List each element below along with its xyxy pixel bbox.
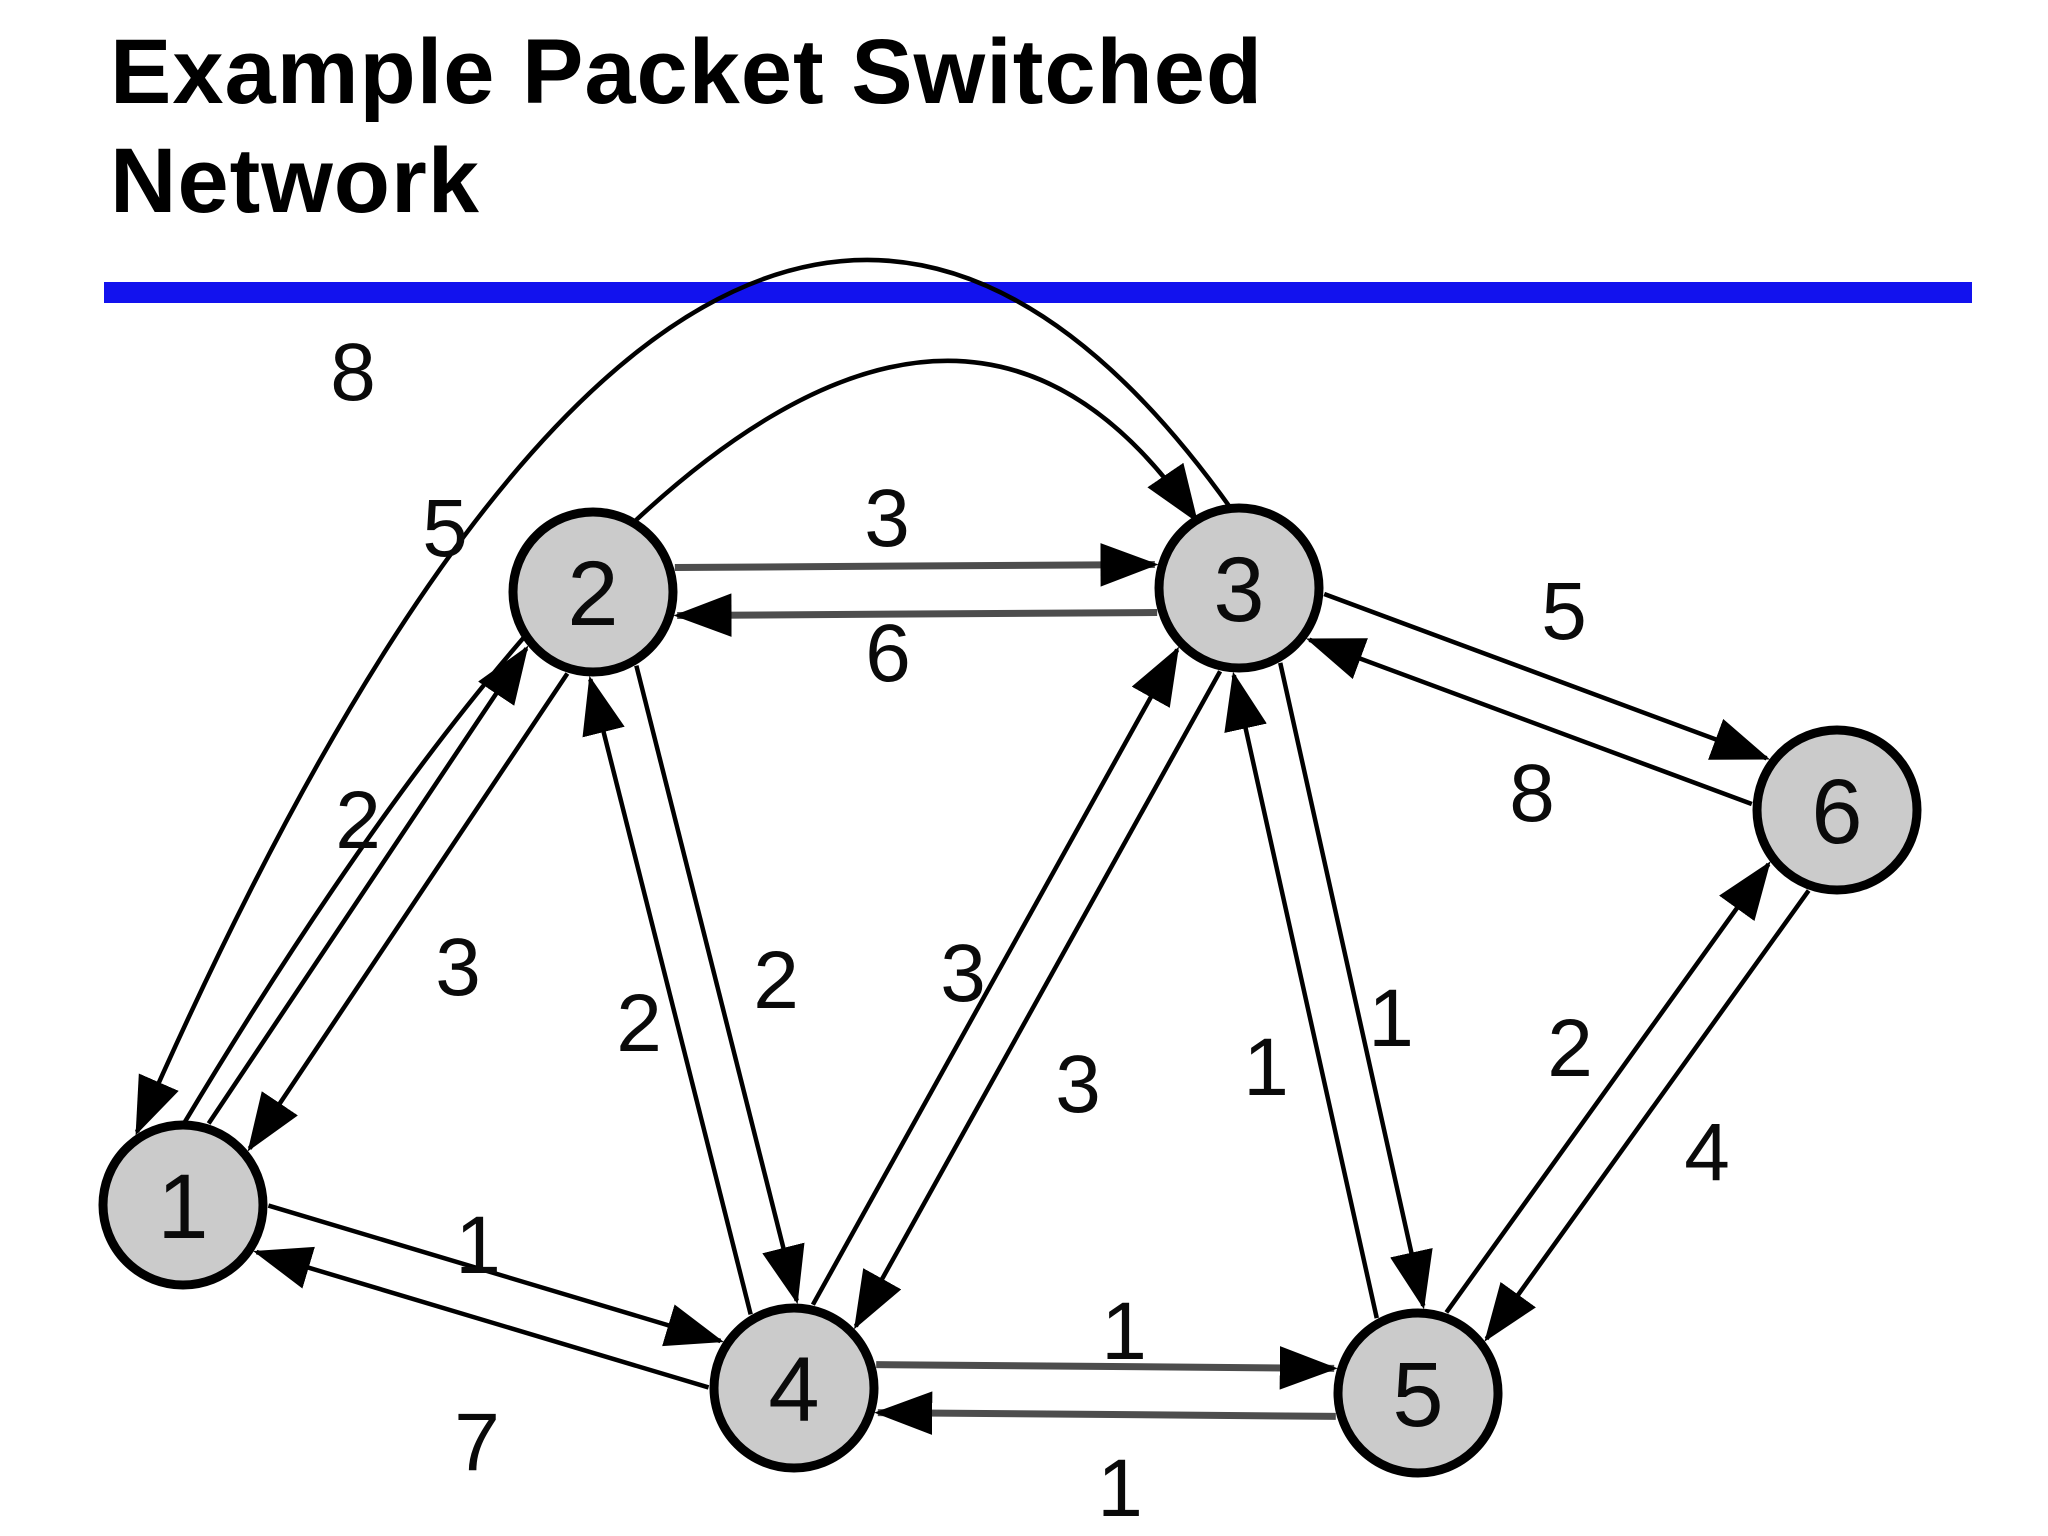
edge-5-to-6 (1444, 861, 1771, 1314)
weight-label-4-2: 2 (616, 978, 662, 1069)
edge-4-to-2 (582, 675, 753, 1315)
node-label-5: 5 (1392, 1344, 1443, 1446)
node-label-6: 6 (1811, 761, 1862, 863)
edge-3-to-5 (1278, 662, 1433, 1310)
edge-4-to-5 (876, 1346, 1338, 1390)
edge-2-to-3 (674, 543, 1159, 587)
weight-label-4-3: 3 (940, 928, 986, 1019)
weight-label-2-3: 3 (864, 473, 910, 564)
weight-label-3-1: 8 (330, 327, 376, 418)
edge-4-to-3 (810, 646, 1180, 1306)
edge-3-to-1 (134, 257, 1234, 1136)
node-2 (508, 507, 678, 677)
edge-5-to-3 (1224, 671, 1379, 1319)
weight-label-2-1: 3 (435, 922, 481, 1013)
node-5 (1333, 1308, 1503, 1478)
weight-label-1-2: 2 (335, 775, 381, 866)
node-label-2: 2 (567, 543, 618, 645)
weight-label-1-4: 1 (455, 1200, 501, 1291)
edge-6-to-5 (1484, 889, 1811, 1342)
edges-layer (134, 257, 1811, 1435)
node-1 (98, 1120, 268, 1290)
node-6 (1752, 725, 1922, 895)
title-underline (104, 282, 1972, 303)
weight-label-3-6: 5 (1541, 566, 1587, 657)
node-label-1: 1 (157, 1156, 208, 1258)
weight-label-6-5: 4 (1684, 1107, 1730, 1198)
edge-3-to-2 (673, 593, 1158, 637)
edge-4-to-1 (253, 1246, 710, 1390)
node-4 (709, 1303, 879, 1473)
node-label-3: 3 (1213, 539, 1264, 641)
weight-label-3-4: 3 (1055, 1039, 1101, 1130)
edge-1-to-4 (267, 1203, 724, 1347)
weight-label-2-4: 2 (753, 935, 799, 1026)
weight-label-5-4: 1 (1097, 1443, 1143, 1534)
weight-label-4-5: 1 (1101, 1286, 1147, 1377)
edge-6-to-3 (1305, 637, 1753, 807)
edge-3-to-4 (853, 670, 1223, 1330)
page-title: Example Packet Switched Network (110, 21, 1264, 232)
edge-1-to-3 (181, 358, 1199, 1127)
weight-label-5-6: 2 (1547, 1003, 1593, 1094)
weight-label-3-2: 6 (865, 608, 911, 699)
weight-label-6-3: 8 (1509, 748, 1555, 839)
edge-1-to-2 (206, 645, 529, 1125)
node-3 (1154, 503, 1324, 673)
weight-label-4-1: 7 (454, 1397, 500, 1488)
edge-5-to-4 (874, 1391, 1336, 1435)
edge-2-to-4 (634, 665, 805, 1305)
edge-3-to-6 (1323, 591, 1771, 761)
weight-label-3-5: 1 (1368, 973, 1414, 1064)
node-label-4: 4 (768, 1339, 819, 1441)
weight-label-1-3: 5 (422, 483, 468, 574)
edge-2-to-1 (247, 672, 570, 1152)
weight-label-5-3: 1 (1243, 1022, 1289, 1113)
